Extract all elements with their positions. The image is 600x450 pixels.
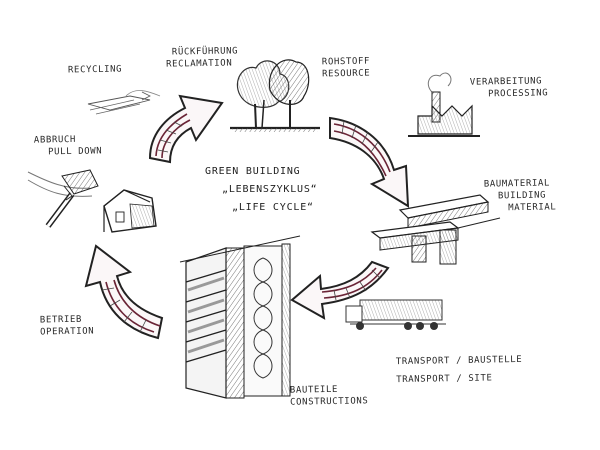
factory-icon [408,72,480,137]
center-title: GREEN BUILDING [205,166,301,177]
center-subtitle-en: „LIFE CYCLE“ [232,202,314,213]
recycling-sketch-icon [87,90,161,115]
cycle-arrow-operation [84,244,164,340]
cycle-arrow-resource [329,116,410,208]
truck-icon [345,299,446,330]
beams-icon [370,194,501,265]
excavator-icon [27,169,99,228]
label-recycling: RECYCLING [67,64,123,76]
label-baumaterial: BAUMATERIAL BUILDING MATERIAL [483,178,557,214]
house-icon [103,189,157,233]
cycle-arrow-transport [290,260,390,320]
wall-section-icon [179,235,301,399]
cycle-arrow-reclamation [148,94,224,164]
center-subtitle-de: „LEBENSZYKLUS“ [222,184,318,195]
trees-icon [230,59,320,132]
